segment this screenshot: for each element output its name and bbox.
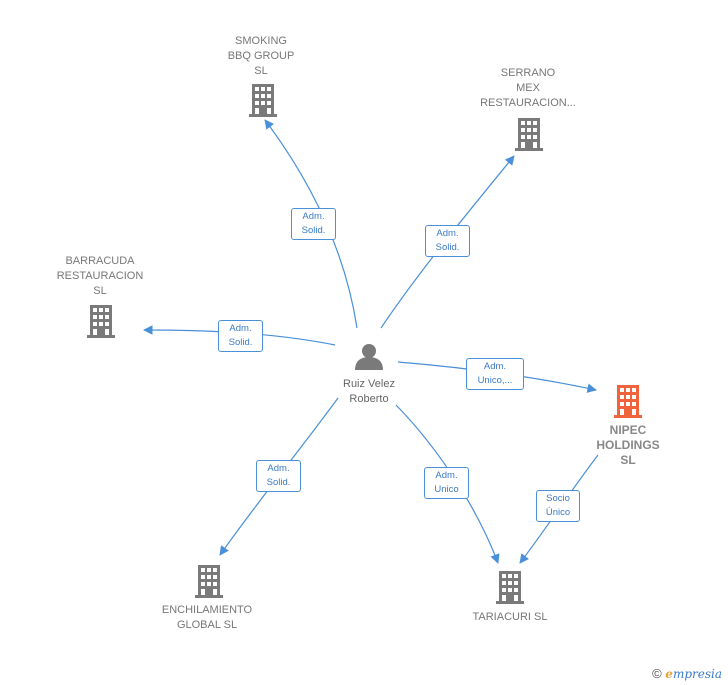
edge-label-to-serrano: Adm.Solid. (425, 225, 470, 257)
brand-logo: empresia (665, 667, 722, 681)
tariacuri-building-icon[interactable] (496, 571, 524, 604)
person-label[interactable]: Ruiz Velez Roberto (343, 378, 395, 405)
nipec-building-icon[interactable] (614, 385, 642, 418)
barracuda-label[interactable]: BARRACUDA RESTAURACION SL (56, 255, 144, 297)
person-icon[interactable] (355, 344, 383, 370)
enchilamiento-label[interactable]: ENCHILAMIENTO GLOBAL SL (161, 604, 253, 631)
edge-label-to-enchilamiento: Adm.Solid. (256, 460, 301, 492)
smoking-building-icon[interactable] (249, 84, 277, 117)
serrano-building-icon[interactable] (515, 118, 543, 151)
copyright-icon: © (652, 666, 662, 681)
edge-label-to-smoking: Adm.Solid. (291, 208, 336, 240)
edge-label-to-tariacuri: Adm.Unico (424, 467, 469, 499)
tariacuri-label[interactable]: TARIACURI SL (472, 611, 548, 623)
nipec-label[interactable]: NIPEC HOLDINGS SL (596, 423, 660, 467)
smoking-label[interactable]: SMOKING BBQ GROUP SL (227, 35, 295, 77)
serrano-label[interactable]: SERRANO MEX RESTAURACION... (480, 67, 576, 109)
edge-label-to-barracuda: Adm.Solid. (218, 320, 263, 352)
enchilamiento-building-icon[interactable] (195, 565, 223, 598)
watermark: © empresia (652, 666, 722, 681)
barracuda-building-icon[interactable] (87, 305, 115, 338)
edge-label-to-nipec: Adm.Unico,... (466, 358, 524, 390)
